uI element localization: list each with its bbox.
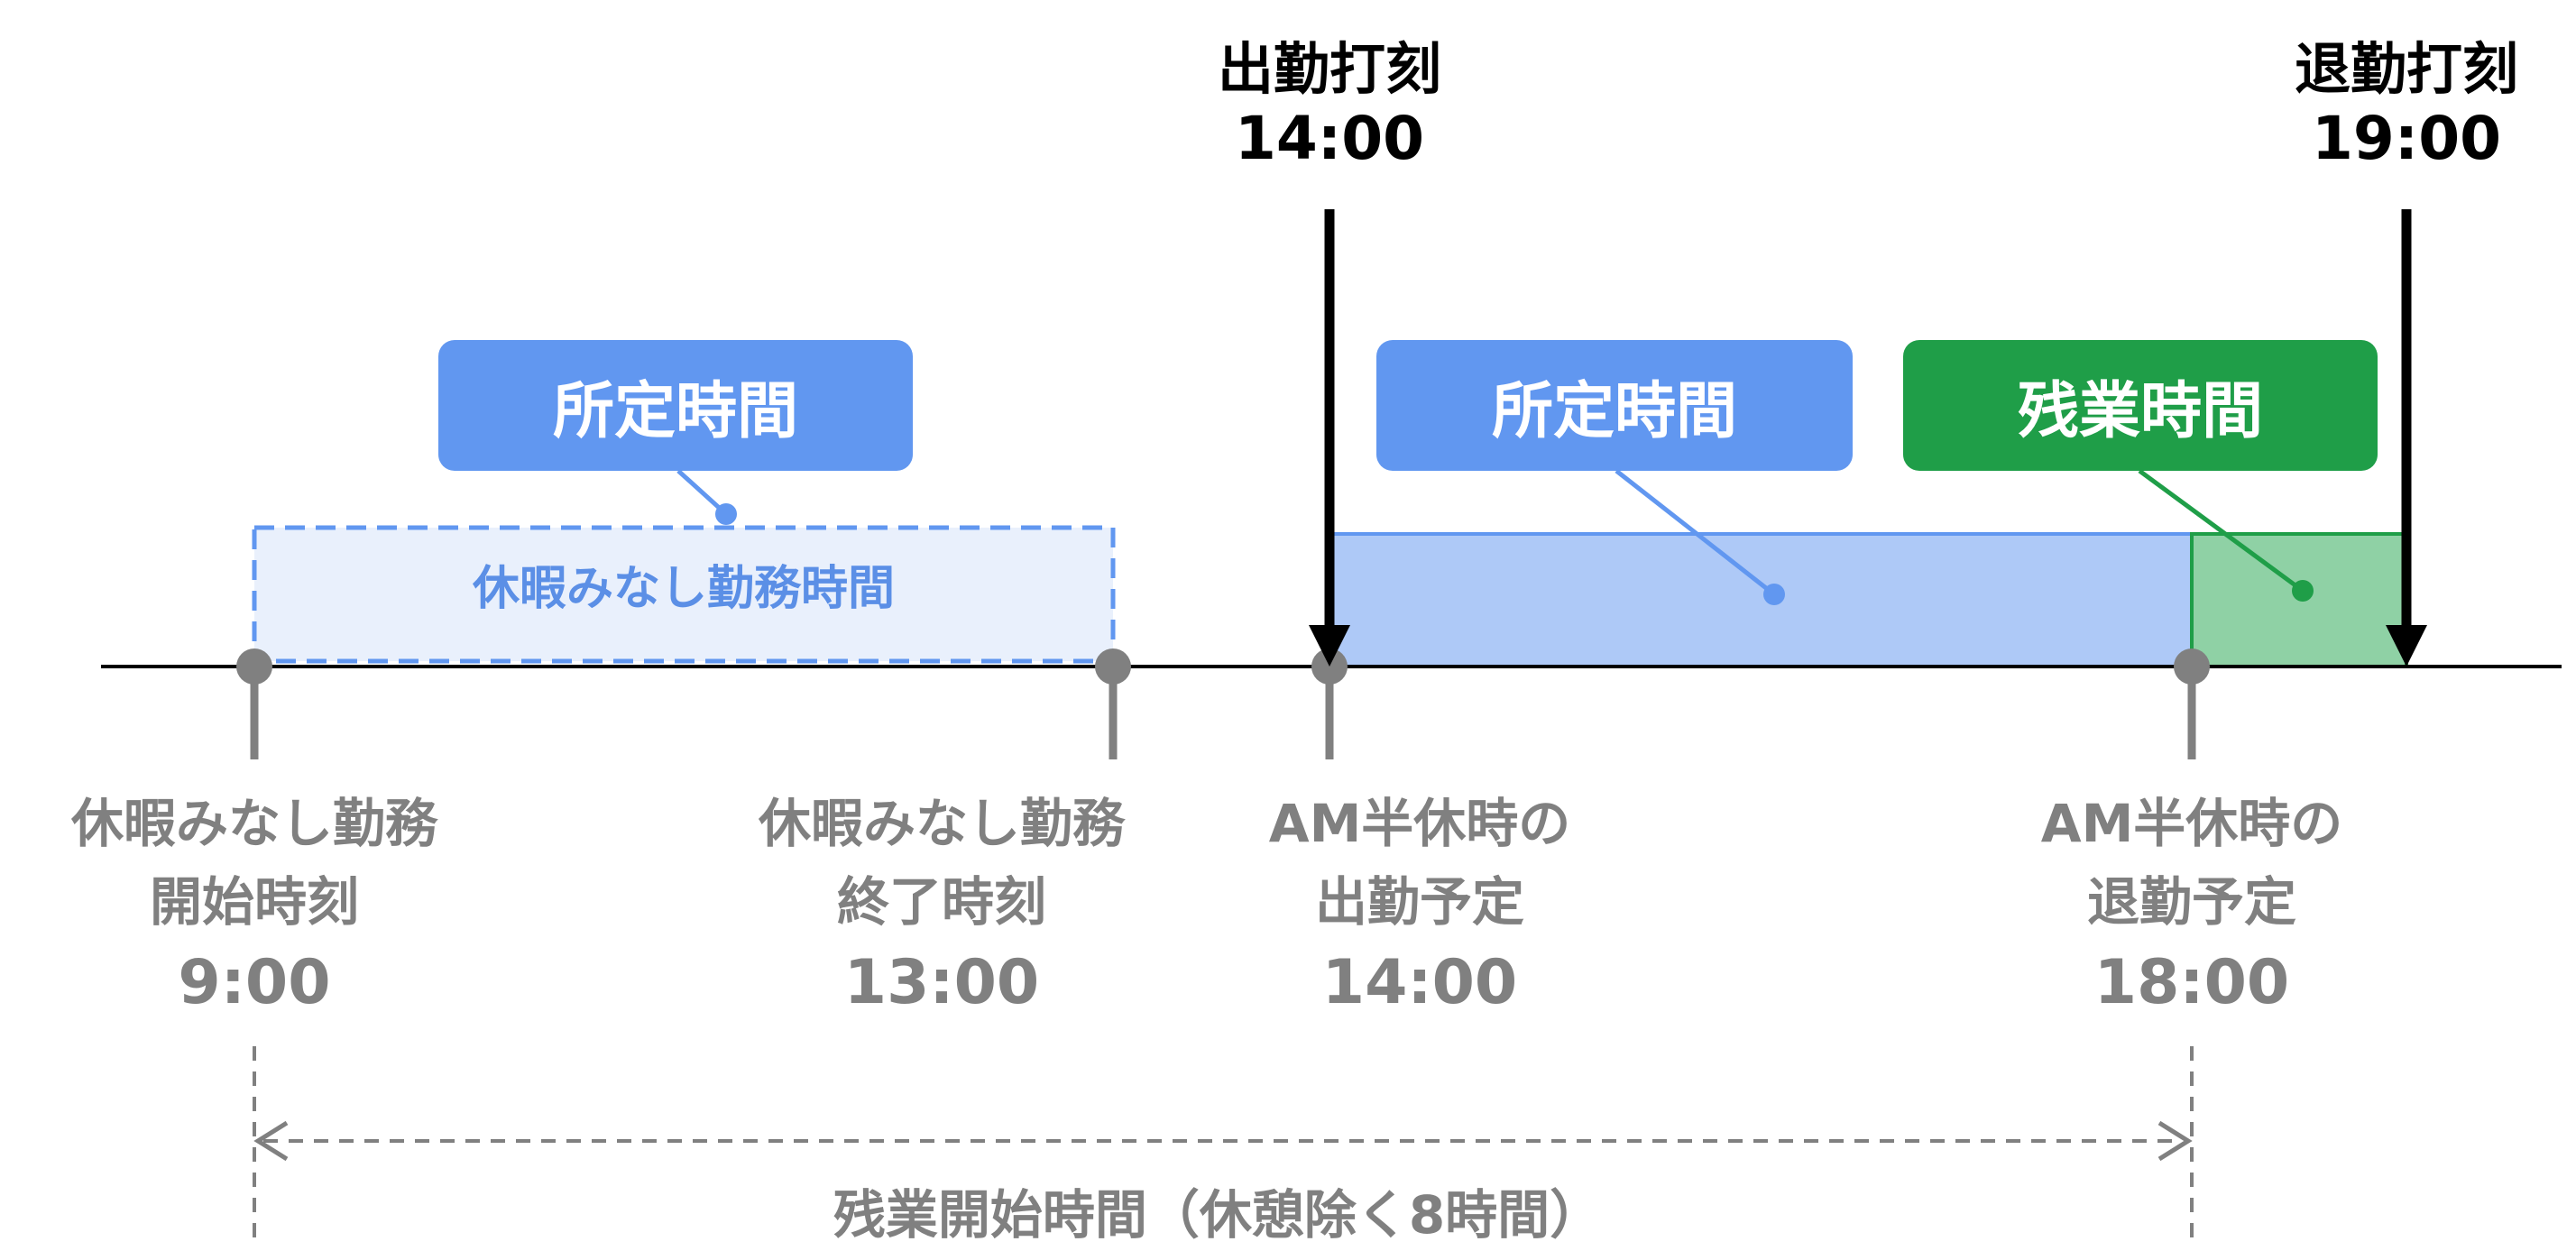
scheduled-time-label-1: 所定時間: [438, 340, 913, 471]
punch-in-arrowhead: [1309, 625, 1350, 667]
connector-dot-2: [1763, 584, 1785, 605]
tick-label-time: 18:00: [2093, 947, 2290, 1018]
tick-label-time: 13:00: [843, 947, 1040, 1018]
tick-dot-1: [236, 648, 272, 685]
punch-out-title: 退勤打刻: [2294, 36, 2518, 102]
scheduled-work-bar: [1328, 532, 2194, 668]
tick-label-line1: 休暇みなし勤務: [70, 793, 437, 854]
overtime-start-span-label: 残業開始時間（休憩除く8時間）: [833, 1184, 1603, 1246]
tick-label-line1: AM半休時の: [1268, 793, 1571, 854]
tick-label-line2: 終了時刻: [836, 871, 1046, 933]
tick-label-line2: 出勤予定: [1314, 871, 1524, 933]
deemed-work-box: [252, 525, 1116, 664]
connector-line-2: [1615, 469, 1776, 596]
tick-dot-4: [2174, 648, 2210, 685]
tick-label-line2: 開始時刻: [149, 871, 359, 933]
punch-in-time: 14:00: [1234, 104, 1425, 174]
connector-line-3: [2138, 468, 2305, 593]
punch-in-title: 出勤打刻: [1217, 36, 1441, 102]
punch-out-label: 退勤打刻 19:00: [2226, 36, 2576, 175]
tick-label-am-half-start: AM半休時の 出勤予定 14:00: [1165, 785, 1674, 1025]
span-arrow-right-head: [2157, 1120, 2193, 1162]
scheduled-time-label-2: 所定時間: [1376, 340, 1853, 471]
punch-out-time: 19:00: [2311, 104, 2502, 174]
punch-in-label: 出勤打刻 14:00: [1149, 36, 1510, 175]
tick-label-deemed-start: 休暇みなし勤務 開始時刻 9:00: [0, 785, 509, 1025]
tick-label-line1: 休暇みなし勤務: [758, 793, 1125, 854]
tick-label-line1: AM半休時の: [2040, 793, 2343, 854]
tick-label-am-half-end: AM半休時の 退勤予定 18:00: [1937, 785, 2446, 1025]
punch-out-arrowhead: [2386, 625, 2427, 667]
tick-label-time: 14:00: [1321, 947, 1518, 1018]
span-arrow-left-head: [253, 1120, 289, 1162]
tick-label-line2: 退勤予定: [2086, 871, 2296, 933]
connector-dot-1: [715, 503, 737, 525]
deemed-work-label: 休暇みなし勤務時間: [472, 562, 895, 616]
connector-dot-3: [2292, 580, 2314, 602]
overtime-label: 残業時間: [1903, 340, 2378, 471]
tick-label-deemed-end: 休暇みなし勤務 終了時刻 13:00: [687, 785, 1196, 1025]
tick-dot-2: [1095, 648, 1131, 685]
tick-label-time: 9:00: [178, 947, 331, 1018]
